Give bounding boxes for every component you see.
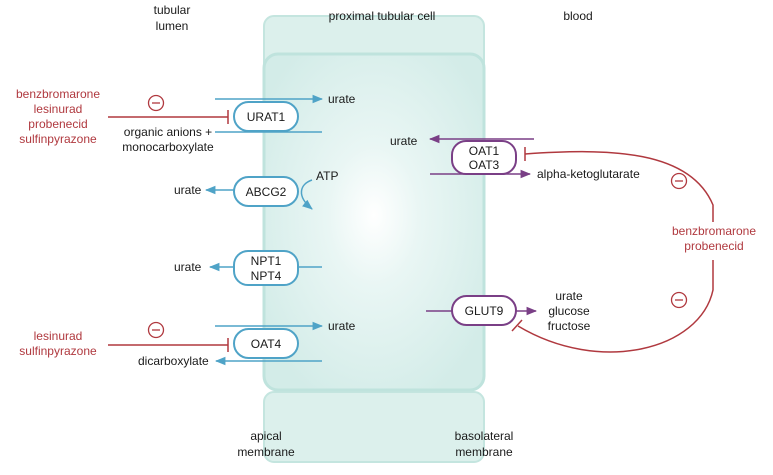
oat4-box: [233, 328, 299, 359]
abcg2-label: ABCG2: [246, 185, 287, 199]
glut9-urate-label: urate: [555, 289, 583, 303]
basolateral-drug-bg: [660, 222, 768, 260]
oat13-transporter: OAT1 OAT3 urate alpha-ketoglutarate: [390, 134, 640, 181]
npt1-label: NPT1: [251, 254, 282, 268]
glut9-box: [451, 295, 517, 326]
glut9-fructose-label: fructose: [548, 319, 591, 333]
glut9-transporter: GLUT9 urate glucose fructose: [426, 289, 591, 333]
oat4-transporter: OAT4 urate dicarboxylate: [138, 319, 356, 368]
npt-urate-label: urate: [174, 260, 202, 274]
urat1-drug-2: lesinurad: [34, 102, 83, 116]
glut9-glucose-label: glucose: [548, 304, 590, 318]
abcg2-atp-label: ATP: [316, 169, 338, 183]
oat3-label: OAT3: [469, 158, 500, 172]
header-tubular-lumen-1: tubular: [154, 3, 191, 17]
header-blood: blood: [563, 9, 592, 23]
abcg2-box: [233, 176, 299, 207]
oat4-label: OAT4: [251, 337, 282, 351]
basolateral-inhibit-curve: [517, 150, 714, 353]
oat4-inhibition: lesinurad sulfinpyrazone: [19, 321, 229, 358]
proximal-tubular-cells: [262, 15, 486, 463]
npt-box: [233, 250, 299, 286]
basolateral-drug-2: probenecid: [684, 239, 743, 253]
header-tubular-lumen-2: lumen: [156, 19, 189, 33]
urat1-drug-4: sulfinpyrazone: [19, 132, 97, 146]
oat13-box: [451, 140, 517, 175]
glut9-inhibit-bar: [511, 319, 523, 332]
header-basolateral-membrane-1: basolateral: [455, 429, 514, 443]
basolateral-inhibition: benzbromarone probenecid: [511, 147, 768, 353]
cell-bottom: [263, 391, 485, 463]
urat1-label: URAT1: [247, 110, 286, 124]
urat1-urate-label: urate: [328, 92, 356, 106]
urat1-anions-label-2: monocarboxylate: [122, 140, 214, 154]
oat4-urate-label: urate: [328, 319, 356, 333]
oat13-urate-label: urate: [390, 134, 418, 148]
urat1-box: [233, 101, 299, 132]
oat1-label: OAT1: [469, 144, 500, 158]
urat1-anions-label-1: organic anions +: [124, 125, 212, 139]
urat1-drug-3: probenecid: [28, 117, 87, 131]
urat1-inhibition: benzbromarone lesinurad probenecid sulfi…: [16, 87, 229, 146]
basolateral-drug-1: benzbromarone: [672, 224, 756, 238]
urat1-drug-1: benzbromarone: [16, 87, 100, 101]
header-basolateral-membrane-2: membrane: [455, 445, 513, 459]
oat4-drug-2: sulfinpyrazone: [19, 344, 97, 358]
npt-transporter: NPT1 NPT4 urate: [174, 250, 322, 286]
npt4-label: NPT4: [251, 269, 282, 283]
header-apical-membrane-1: apical: [250, 429, 281, 443]
urat1-transporter: URAT1 urate organic anions + monocarboxy…: [122, 92, 355, 154]
abcg2-transporter: ABCG2 ATP urate: [174, 169, 338, 210]
abcg2-atp-arrow: [300, 179, 313, 210]
oat4-dicarboxylate-label: dicarboxylate: [138, 354, 209, 368]
header-apical-membrane-2: membrane: [237, 445, 295, 459]
abcg2-urate-label: urate: [174, 183, 202, 197]
oat4-drug-1: lesinurad: [34, 329, 83, 343]
oat13-akg-label: alpha-ketoglutarate: [537, 167, 640, 181]
glut9-label: GLUT9: [465, 304, 504, 318]
header-cell: proximal tubular cell: [329, 9, 436, 23]
